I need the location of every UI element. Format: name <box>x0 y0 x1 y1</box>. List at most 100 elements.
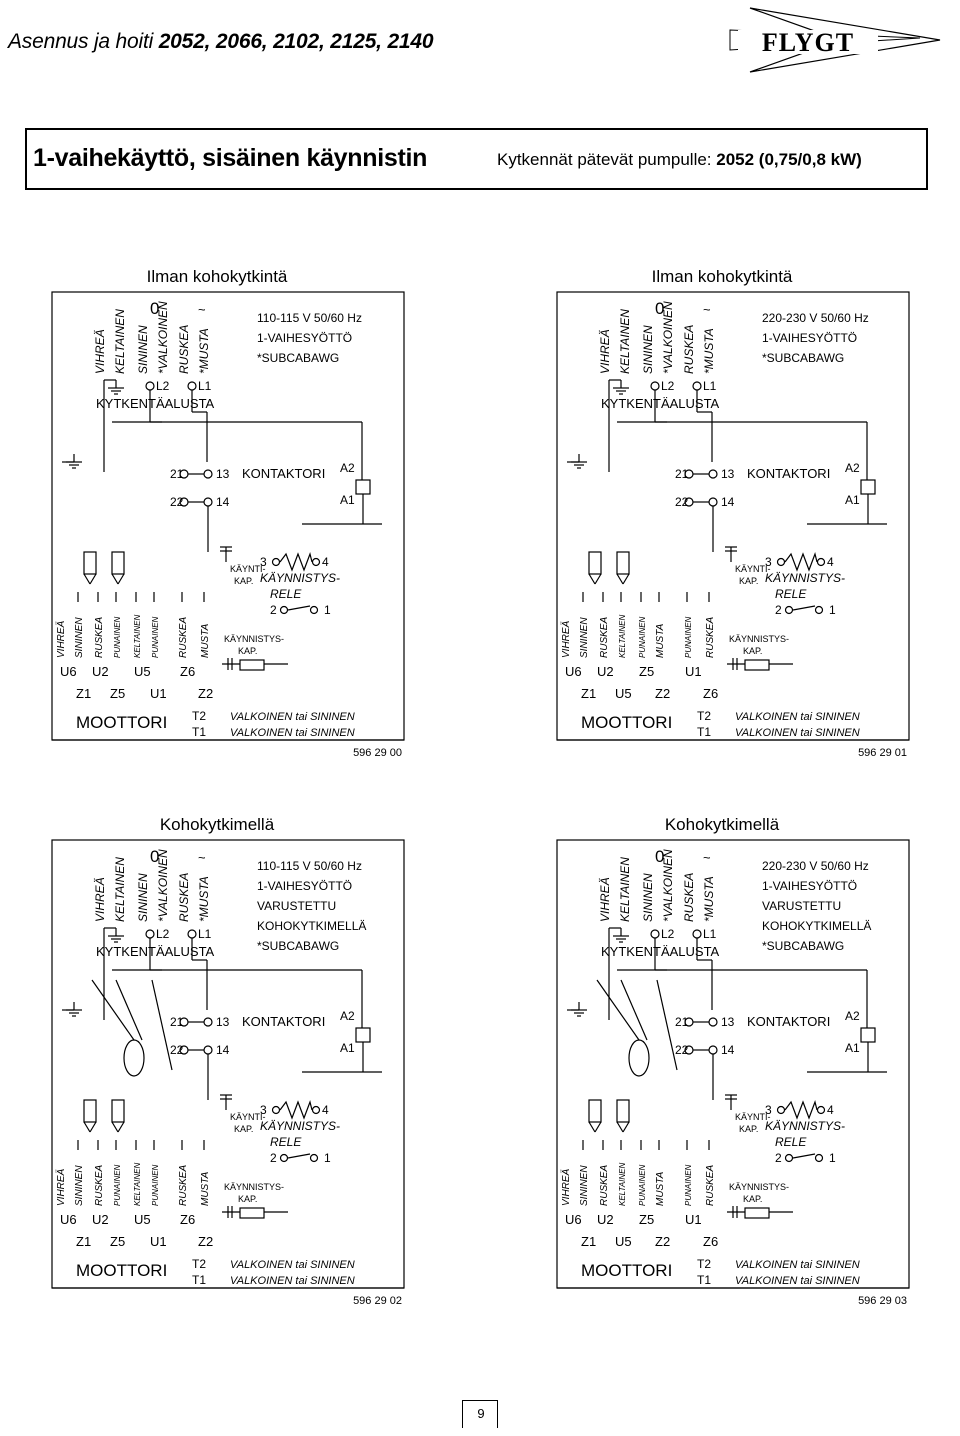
terminal-point <box>776 557 786 567</box>
motor-wire-label: SININEN <box>579 617 590 658</box>
spec-line: 110-115 V 50/60 Hz <box>257 859 362 873</box>
wire <box>616 1121 624 1133</box>
run-cap-label: KAP. <box>739 576 758 586</box>
terminal-point <box>814 1153 824 1163</box>
motor-terminal: U1 <box>685 1212 702 1227</box>
terminal-wire-label: KELTAINEN <box>618 857 632 922</box>
run-cap-label: KAP. <box>739 1124 758 1134</box>
diagram-heading: Kohokytkimellä <box>665 815 780 834</box>
diagram-heading: Ilman kohokytkintä <box>147 267 288 286</box>
motor-label: MOOTTORI <box>76 1261 167 1280</box>
ground-icon <box>571 1002 587 1017</box>
terminal-point <box>784 1153 794 1163</box>
float-switch-icon <box>628 1039 650 1077</box>
a2-label: A2 <box>340 461 355 475</box>
motor-wire-label: RUSKEA <box>178 1165 189 1206</box>
motor-wire-label: VIHREÄ <box>560 620 572 658</box>
t1-label: T1 <box>192 1273 206 1287</box>
terminal-wire-label: RUSKEA <box>177 873 191 922</box>
motor-terminal: U2 <box>92 664 109 679</box>
start-cap-label: KÄYNNISTYS- <box>729 634 789 644</box>
motor-terminal: Z5 <box>639 1212 654 1227</box>
terminal-block-label: KYTKENTÄALUSTA <box>601 396 720 411</box>
terminal-point <box>650 381 660 391</box>
contactor-14: 14 <box>721 1043 735 1057</box>
terminal-point <box>692 929 702 939</box>
motor-terminal: U6 <box>565 1212 582 1227</box>
relay-4: 4 <box>827 1103 834 1117</box>
terminal-point <box>776 1105 786 1115</box>
motor-label: MOOTTORI <box>581 713 672 732</box>
flygt-logo: FLYGT <box>729 7 941 73</box>
contactor-14: 14 <box>216 495 230 509</box>
start-cap-label: KÄYNNISTYS- <box>729 1182 789 1192</box>
motor-lead-icon <box>83 551 97 585</box>
contactor-22: 22 <box>170 495 184 509</box>
header-title: Asennus ja hoiti 2052, 2066, 2102, 2125,… <box>8 30 434 54</box>
wire <box>287 605 311 611</box>
l1-label: L1 <box>198 927 212 941</box>
run-cap-label: KÄYNTI- <box>230 1112 266 1122</box>
motor-wire-label: VIHREÄ <box>55 1168 67 1206</box>
contactor-14: 14 <box>216 1043 230 1057</box>
motor-wire-label: PUNAINEN <box>151 616 160 658</box>
l2-label: L2 <box>661 927 675 941</box>
terminal-point <box>708 469 718 479</box>
t2-label: T2 <box>192 1257 206 1271</box>
motor-terminal: Z6 <box>180 1212 195 1227</box>
t2-label: T2 <box>697 709 711 723</box>
spec-line: *SUBCABAWG <box>762 939 844 953</box>
ground-icon <box>66 1002 82 1017</box>
relay-3: 3 <box>260 555 267 569</box>
relay-4: 4 <box>827 555 834 569</box>
tilde-label: ~ <box>198 850 206 865</box>
terminal-point <box>692 381 702 391</box>
wire <box>117 1121 125 1133</box>
wire <box>111 1121 119 1133</box>
diagram-code: 596 29 02 <box>353 1295 402 1307</box>
terminal-point <box>203 497 213 507</box>
contactor-21: 21 <box>675 1015 689 1029</box>
resistor-icon <box>744 1207 770 1219</box>
contactor-13: 13 <box>216 467 230 481</box>
contactor-label: KONTAKTORI <box>747 466 830 481</box>
terminal-point <box>708 1045 718 1055</box>
motor-terminal: Z2 <box>198 1234 213 1249</box>
ground-icon <box>108 928 124 943</box>
terminal-wire-label: *MUSTA <box>702 876 716 922</box>
terminal-point <box>814 605 824 615</box>
terminal-point <box>279 1153 289 1163</box>
ground-icon <box>613 928 629 943</box>
motor-terminal: Z5 <box>110 1234 125 1249</box>
start-cap-label: KÄYNNISTYS- <box>224 634 284 644</box>
motor-lead-icon <box>111 551 125 585</box>
contactor-label: KONTAKTORI <box>242 1014 325 1029</box>
wire <box>111 573 119 585</box>
relay-coil-icon <box>784 551 818 572</box>
wire <box>588 1121 596 1133</box>
spec-line: KOHOKYTKIMELLÄ <box>762 919 871 933</box>
terminal-point <box>816 1105 826 1115</box>
terminal-wire-label: SININEN <box>136 325 150 374</box>
terminal-point <box>203 1045 213 1055</box>
motor-terminal: U2 <box>92 1212 109 1227</box>
page-number: 9 <box>477 1406 485 1421</box>
motor-lead-icon <box>83 1099 97 1133</box>
start-cap-label: KAP. <box>743 1194 762 1204</box>
terminal-point <box>311 1105 321 1115</box>
spec-line: *SUBCABAWG <box>257 351 339 365</box>
terminal-point <box>708 1017 718 1027</box>
terminal-point <box>271 557 281 567</box>
motor-terminal: Z2 <box>655 686 670 701</box>
contactor-22: 22 <box>675 1043 689 1057</box>
diagram-heading: Ilman kohokytkintä <box>652 267 793 286</box>
relay-3: 3 <box>260 1103 267 1117</box>
terminal-wire-label: RUSKEA <box>682 873 696 922</box>
contactor-21: 21 <box>170 467 184 481</box>
motor-wire-label: KELTAINEN <box>133 615 142 658</box>
relay-2: 2 <box>270 603 277 617</box>
t1-label: T1 <box>697 1273 711 1287</box>
terminal-point <box>309 1153 319 1163</box>
start-cap-label: KÄYNNISTYS- <box>224 1182 284 1192</box>
motor-wire-label: PUNAINEN <box>151 1164 160 1206</box>
